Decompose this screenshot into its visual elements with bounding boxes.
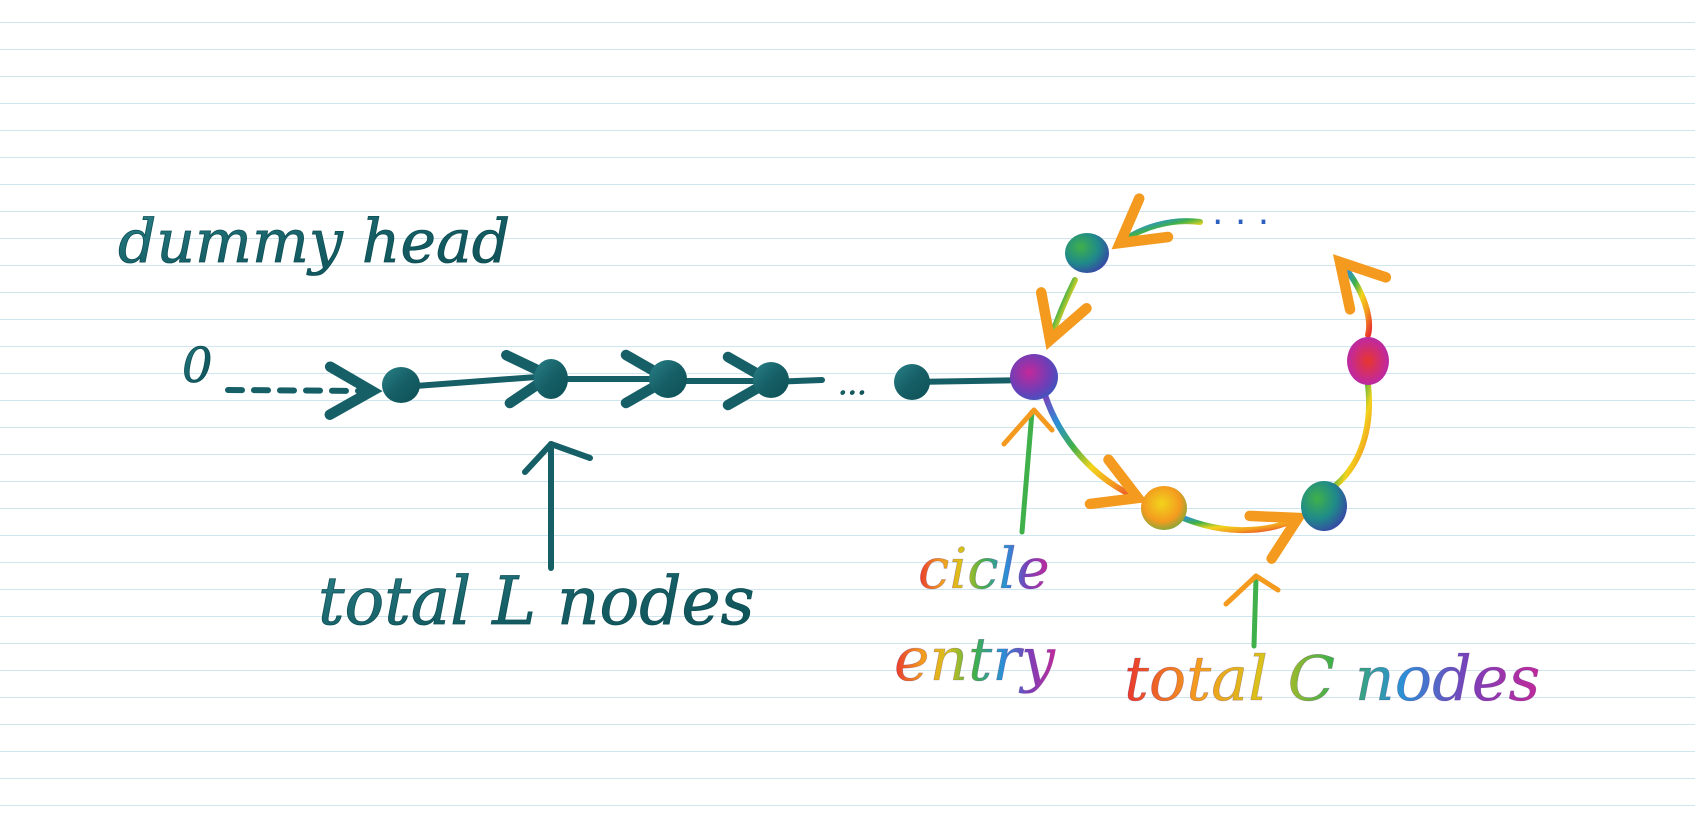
l-pointer-head	[522, 441, 593, 475]
cycle-label: cicle	[918, 537, 1050, 602]
dummy-head-node	[382, 367, 420, 403]
cycle-edge	[1035, 277, 1092, 350]
cycle-node	[1065, 233, 1109, 273]
chain-node	[534, 359, 568, 399]
chain-edges	[399, 349, 1031, 411]
cycle-edge	[1111, 193, 1203, 250]
chain-ellipsis: ...	[838, 367, 867, 402]
cycle-ellipsis: . . .	[1212, 192, 1269, 233]
cycle-node	[1347, 337, 1389, 385]
c-pointer-shaft	[1251, 575, 1259, 649]
cycle-edge	[1333, 382, 1373, 488]
cycle-edge	[1167, 509, 1308, 564]
l-nodes-pointer	[522, 441, 593, 571]
chain-edge	[399, 349, 561, 409]
dummy-head-label: dummy head	[118, 207, 510, 277]
c-pointer-head	[1223, 573, 1281, 607]
dashed-arrow	[225, 361, 383, 420]
chain-node	[894, 364, 930, 400]
total-c-nodes-label: total C nodes	[1124, 642, 1540, 715]
cycle-edge	[1332, 254, 1392, 338]
c-nodes-pointer	[1223, 573, 1281, 649]
cycle-edge	[1042, 392, 1148, 510]
entry-pointer-head	[1001, 407, 1055, 447]
chain-node	[753, 362, 789, 398]
null-marker: 0	[182, 338, 213, 394]
chain-nodes	[382, 359, 930, 403]
cycle-nodes	[1010, 233, 1389, 531]
entry-label: entry	[894, 625, 1056, 695]
cycle-node	[1301, 481, 1347, 531]
chain-node	[649, 360, 687, 398]
cycle-entry-node	[1010, 354, 1058, 400]
cycle-node	[1141, 486, 1187, 530]
cycle-edges	[1035, 193, 1392, 564]
chain-edge	[909, 377, 1031, 385]
entry-pointer	[1001, 407, 1055, 535]
total-l-nodes-label: total L nodes	[318, 563, 754, 640]
entry-pointer-shaft	[1019, 409, 1035, 535]
